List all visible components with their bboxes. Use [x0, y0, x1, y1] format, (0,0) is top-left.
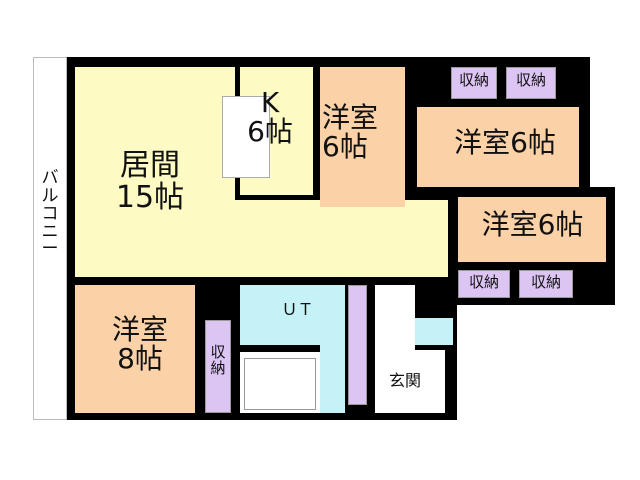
room-8-name: 洋室	[111, 313, 168, 346]
storage-closet	[348, 285, 367, 405]
entrance-label: 玄関	[388, 371, 421, 390]
room-8-size: 8帖	[117, 342, 163, 376]
room-right	[458, 197, 606, 262]
storage-label: 収納	[530, 273, 561, 291]
utility-passage	[320, 345, 345, 413]
storage-label: 収納	[210, 343, 226, 377]
storage-closet	[451, 67, 497, 99]
kitchen-name: K	[260, 86, 280, 119]
utility-label: ＵＴ	[281, 300, 314, 319]
hallway	[230, 200, 448, 277]
kitchen-counter	[222, 96, 270, 178]
room-mid-size: 6帖	[322, 130, 368, 164]
entrance-floor	[375, 350, 445, 413]
balcony-label: バルコニー	[41, 168, 59, 260]
room-right-label: 洋室6帖	[481, 208, 584, 241]
storage-closet	[458, 270, 510, 298]
outside	[457, 305, 640, 480]
living-size: 15帖	[115, 179, 185, 215]
room-mid	[320, 67, 405, 207]
storage-closet	[519, 270, 573, 298]
kitchen-size: 6帖	[247, 115, 293, 149]
storage-label: 収納	[458, 71, 489, 89]
storage-label: 収納	[468, 273, 499, 291]
bathroom	[240, 352, 320, 413]
balcony	[33, 57, 67, 420]
storage-closet	[205, 320, 231, 413]
storage-closet	[506, 67, 556, 99]
room-mid-name: 洋室	[322, 101, 379, 134]
storage-label: 収納	[515, 71, 546, 89]
living-room	[75, 67, 235, 277]
room-top-right-label: 洋室6帖	[454, 126, 556, 159]
living-name: 居間	[120, 148, 180, 183]
room-top-right	[417, 107, 579, 187]
toilet	[415, 318, 453, 345]
room-8	[75, 285, 195, 413]
utility-room	[240, 285, 345, 345]
bathtub-icon	[244, 358, 316, 410]
